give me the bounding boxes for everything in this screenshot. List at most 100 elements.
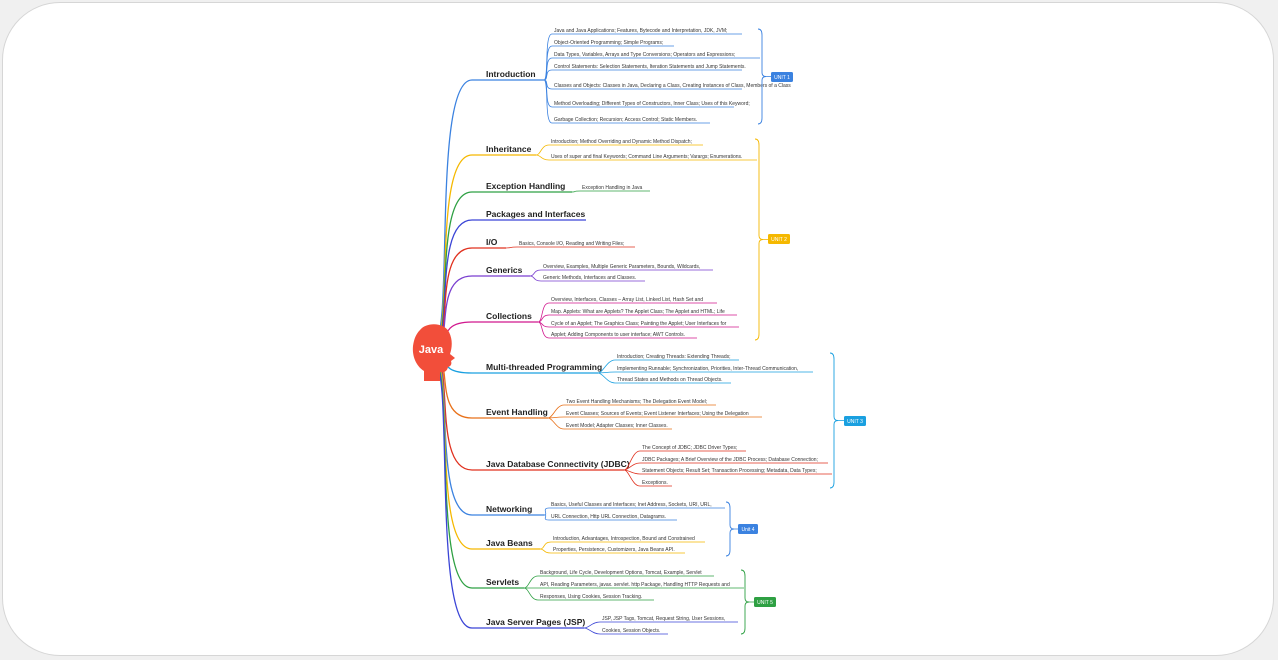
- branch-node[interactable]: Servlets: [486, 577, 519, 587]
- leaf-label[interactable]: API, Reading Parameters, javax. servlet.…: [540, 582, 730, 588]
- leaf-label[interactable]: Exception Handling in Java: [582, 185, 643, 191]
- leaf-label[interactable]: Cycle of an Applet; The Graphics Class; …: [551, 321, 727, 327]
- leaf-connector: [543, 514, 677, 521]
- leaf-label[interactable]: The Concept of JDBC; JDBC Driver Types;: [642, 445, 737, 451]
- leaf-connector: [537, 314, 737, 323]
- branch-node[interactable]: Generics: [486, 265, 523, 275]
- leaf-label[interactable]: Introduction; Method Overriding and Dyna…: [551, 139, 692, 145]
- leaf-label[interactable]: Introduction, Advantages, Introspection,…: [553, 536, 695, 542]
- leaf-connector: [535, 154, 757, 161]
- branch-label: Packages and Interfaces: [486, 209, 585, 219]
- leaf-label[interactable]: Cookies, Session Objects.: [602, 628, 660, 634]
- unit-bracket: [829, 352, 839, 489]
- leaf-label[interactable]: Introduction; Creating Threads: Extendin…: [617, 354, 731, 360]
- branch-node[interactable]: Java Server Pages (JSP): [486, 617, 585, 627]
- leaf-label[interactable]: Object-Oriented Programming; Simple Prog…: [554, 40, 663, 46]
- root-node[interactable]: Java: [412, 324, 455, 381]
- branch-node[interactable]: Multi-threaded Programming: [486, 362, 602, 372]
- leaf-connector: [597, 359, 739, 374]
- leaf-connector: [529, 275, 645, 282]
- leaf-connector: [543, 69, 742, 81]
- unit-badge-bg: [754, 597, 776, 607]
- branch-label: Generics: [486, 265, 523, 275]
- branch-label: Inheritance: [486, 144, 532, 154]
- leaf-connector: [597, 371, 813, 374]
- leaf-connector: [583, 627, 668, 635]
- leaf-label[interactable]: Responses, Using Cookies, Session Tracki…: [540, 594, 642, 600]
- unit-badge[interactable]: UNIT 2: [768, 234, 790, 244]
- leaf-label[interactable]: Implementing Runnable; Synchronization, …: [617, 366, 798, 372]
- leaf-label[interactable]: Overview, Examples, Multiple Generic Par…: [543, 264, 700, 270]
- leaf-label[interactable]: JSP, JSP Tags, Tomcat, Request String, U…: [602, 616, 725, 622]
- unit-label: UNIT 1: [774, 75, 790, 81]
- branch-node[interactable]: Java Beans: [486, 538, 533, 548]
- branch-connector: [433, 361, 584, 629]
- leaf-label[interactable]: Exceptions.: [642, 480, 668, 486]
- branch-label: Exception Handling: [486, 181, 565, 191]
- branch-node[interactable]: Collections: [486, 311, 532, 321]
- branch-label: Java Server Pages (JSP): [486, 617, 585, 627]
- leaf-label[interactable]: Control Statements: Selection Statements…: [554, 64, 746, 70]
- branch-node[interactable]: I/O: [486, 237, 498, 247]
- leaf-label[interactable]: Basics, Console I/O, Reading and Writing…: [519, 241, 624, 247]
- leaf-label[interactable]: Method Overloading; Different Types of C…: [554, 101, 750, 107]
- unit-label: UNIT 3: [847, 419, 863, 425]
- branch-node[interactable]: Java Database Connectivity (JDBC): [486, 459, 630, 469]
- leaf-label[interactable]: Applet; Adding Components to user interf…: [551, 332, 685, 338]
- branch-label: Introduction: [486, 69, 536, 79]
- leaf-connector: [547, 417, 672, 430]
- leaf-label[interactable]: Generic Methods, Interfaces and Classes.: [543, 275, 636, 281]
- unit-badge[interactable]: Unit 4: [738, 524, 758, 534]
- leaf-label[interactable]: Basics, Useful Classes and Interfaces; I…: [551, 502, 712, 508]
- branch-label: Java Database Connectivity (JDBC): [486, 459, 630, 469]
- branch-label: Servlets: [486, 577, 519, 587]
- leaf-label[interactable]: URL Connection, Http URL Connection, Dat…: [551, 514, 666, 520]
- branch-node[interactable]: Introduction: [486, 69, 536, 79]
- leaf-label[interactable]: Java and Java Applications; Features, By…: [554, 28, 727, 34]
- leaf-label[interactable]: Overview, Interfaces, Classes – Array Li…: [551, 297, 703, 303]
- leaf-connector: [523, 575, 714, 589]
- unit-badge-bg: [844, 416, 866, 426]
- leaf-label[interactable]: Map. Applets: What are Applets? The Appl…: [551, 309, 725, 315]
- branch-label: Java Beans: [486, 538, 533, 548]
- branch-node[interactable]: Packages and Interfaces: [486, 209, 585, 219]
- root-label: Java: [419, 344, 444, 356]
- leaf-connector: [535, 144, 703, 156]
- leaf-label[interactable]: Uses of super and final Keywords; Comman…: [551, 154, 742, 160]
- unit-bracket: [754, 138, 764, 341]
- leaf-label[interactable]: Classes and Objects: Classes in Java, De…: [554, 83, 791, 89]
- leaf-connector: [523, 587, 654, 601]
- leaf-connector: [571, 190, 650, 193]
- leaf-label[interactable]: Statement Objects; Result Set; Transacti…: [642, 468, 817, 474]
- branch-node[interactable]: Event Handling: [486, 407, 548, 417]
- leaf-label[interactable]: JDBC Packages; A Brief Overview of the J…: [642, 457, 818, 463]
- leaf-label[interactable]: Properties, Persistence, Customizers, Ja…: [553, 547, 675, 553]
- unit-badge[interactable]: UNIT 5: [754, 597, 776, 607]
- unit-badge[interactable]: UNIT 3: [844, 416, 866, 426]
- branch-node[interactable]: Exception Handling: [486, 181, 565, 191]
- leaf-label[interactable]: Data Types, Variables, Arrays and Type C…: [554, 52, 735, 58]
- unit-badge-bg: [738, 524, 758, 534]
- branch-connector: [433, 356, 544, 516]
- branch-node[interactable]: Inheritance: [486, 144, 532, 154]
- unit-bracket: [725, 501, 735, 557]
- leaf-label[interactable]: Garbage Collection; Recursion; Access Co…: [554, 117, 697, 123]
- leaf-label[interactable]: Two Event Handling Mechanisms; The Deleg…: [566, 399, 707, 405]
- leaf-label[interactable]: Event Model; Adapter Classes; Inner Clas…: [566, 423, 668, 429]
- branch-node[interactable]: Networking: [486, 504, 532, 514]
- unit-badge[interactable]: UNIT 1: [771, 72, 793, 82]
- head-silhouette-icon: [412, 324, 455, 381]
- branch-connector: [433, 358, 540, 550]
- leaf-connector: [505, 246, 635, 249]
- leaf-connector: [543, 79, 710, 124]
- leaf-connector: [539, 548, 685, 554]
- unit-label: UNIT 2: [771, 237, 787, 243]
- leaf-label[interactable]: Thread States and Methods on Thread Obje…: [617, 377, 723, 383]
- leaf-label[interactable]: Event Classes; Sources of Events; Event …: [566, 411, 749, 417]
- leaf-connector: [583, 621, 738, 629]
- leaf-connector: [547, 416, 762, 419]
- leaf-connector: [597, 372, 731, 384]
- leaf-label[interactable]: Background, Life Cycle, Development Opti…: [540, 570, 702, 576]
